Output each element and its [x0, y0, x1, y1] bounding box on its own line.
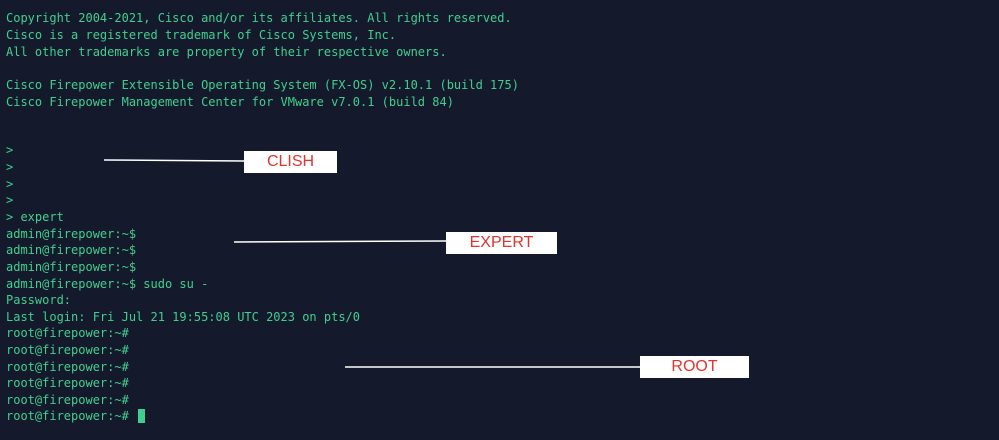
clish-prompt-line: > — [6, 160, 14, 174]
terminal-cursor — [138, 409, 145, 423]
expert-arrow — [233, 234, 457, 247]
trademark-line: Cisco is a registered trademark of Cisco… — [6, 28, 397, 42]
password-line: Password: — [6, 293, 72, 307]
trademark-owners-line: All other trademarks are property of the… — [6, 45, 447, 59]
clish-arrow — [103, 155, 255, 168]
root-prompt-line: root@firepower:~# — [6, 393, 129, 407]
clish-prompt-line: > — [6, 143, 14, 157]
root-label: ROOT — [640, 356, 749, 378]
clish-label: CLISH — [244, 151, 337, 173]
root-prompt-line-active[interactable]: root@firepower:~# — [6, 409, 129, 423]
expert-command-line: > expert — [6, 210, 64, 224]
root-prompt-line: root@firepower:~# — [6, 326, 129, 340]
sudo-command-line: admin@firepower:~$ sudo su - — [6, 277, 209, 291]
root-prompt-line: root@firepower:~# — [6, 376, 129, 390]
expert-prompt-line: admin@firepower:~$ — [6, 243, 137, 257]
clish-prompt-line: > — [6, 177, 14, 191]
root-prompt-line: root@firepower:~# — [6, 360, 129, 374]
last-login-line: Last login: Fri Jul 21 19:55:08 UTC 2023… — [6, 310, 361, 324]
expert-prompt-line: admin@firepower:~$ — [6, 227, 137, 241]
clish-prompt-line: > — [6, 193, 14, 207]
expert-prompt-line: admin@firepower:~$ — [6, 260, 137, 274]
fmc-version-line: Cisco Firepower Management Center for VM… — [6, 95, 454, 109]
copyright-line: Copyright 2004-2021, Cisco and/or its af… — [6, 11, 512, 25]
fxos-version-line: Cisco Firepower Extensible Operating Sys… — [6, 78, 519, 92]
root-prompt-line: root@firepower:~# — [6, 343, 129, 357]
expert-label: EXPERT — [446, 232, 557, 254]
